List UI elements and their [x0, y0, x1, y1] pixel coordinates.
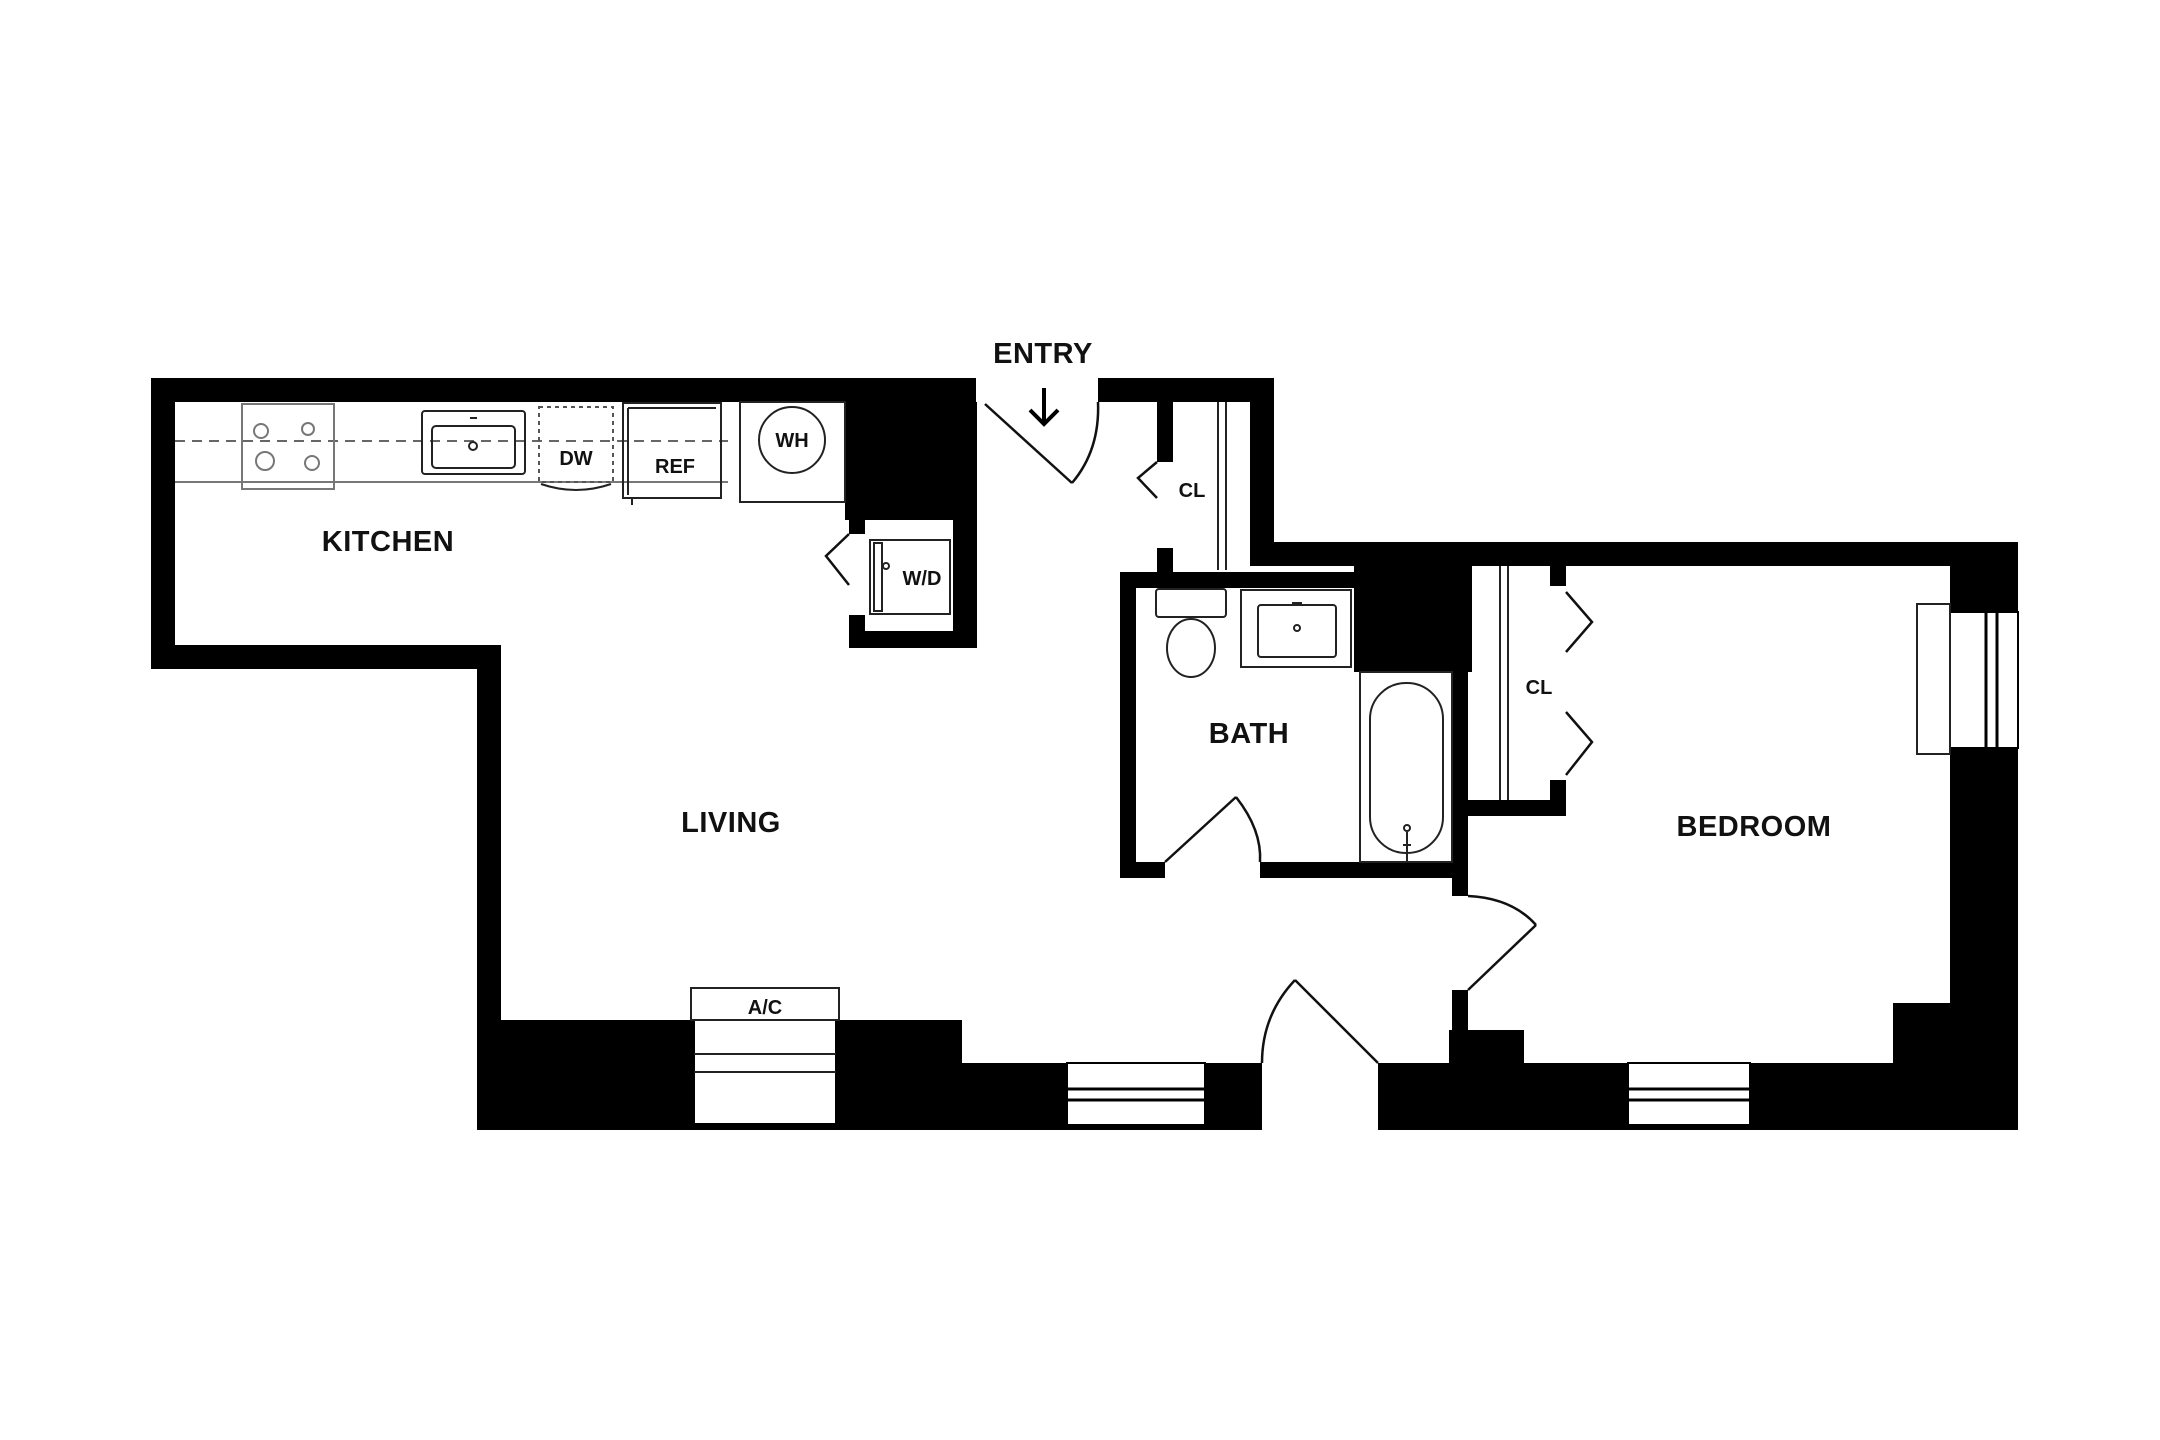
window-living-ac	[693, 1019, 837, 1125]
bath-door	[1164, 796, 1262, 863]
washer-dryer-label: W/D	[903, 568, 942, 590]
wall-bath-bottom	[1260, 862, 1460, 878]
wall-top-entry-right	[1098, 378, 1274, 402]
window-bedroom-bottom	[1627, 1062, 1751, 1126]
kitchen-counter	[175, 440, 728, 483]
wall-bedroom-left-bottom	[1452, 990, 1468, 1070]
wall-bath-top	[1120, 572, 1376, 588]
wall-closet-left-stub	[1157, 402, 1173, 462]
water-heater-label: WH	[775, 430, 808, 452]
bedroom-label: BEDROOM	[1677, 811, 1832, 843]
living-label: LIVING	[681, 807, 781, 839]
dishwasher: DW	[538, 406, 614, 491]
bath-sink-icon	[1240, 589, 1352, 668]
wall-wd-right	[953, 402, 977, 648]
entry-door	[984, 401, 1100, 484]
wall-top-left	[151, 378, 976, 402]
front-bottom-door	[1260, 979, 1379, 1064]
entry-label: ENTRY	[993, 338, 1093, 370]
wall-closet-right	[1250, 378, 1274, 566]
wall-bath-left	[1120, 572, 1136, 878]
hall-closet: CL	[1136, 402, 1227, 570]
bedroom-closet: CL	[1499, 566, 1594, 800]
wall-left-kitchen	[151, 378, 175, 669]
wall-closet-left-stub2	[1157, 548, 1173, 578]
hall-closet-label: CL	[1179, 480, 1206, 502]
bedroom-closet-label: CL	[1526, 677, 1553, 699]
wall-bedroom-closet-stub-bot	[1550, 780, 1566, 816]
window-living-bottom	[1066, 1062, 1206, 1126]
wall-kitchen-bottom	[151, 645, 500, 669]
toilet-icon	[1155, 588, 1227, 678]
water-heater: WH	[739, 401, 846, 503]
dishwasher-label: DW	[559, 448, 592, 470]
air-conditioner: A/C	[690, 987, 840, 1021]
bedroom-door	[1467, 894, 1537, 991]
washer-dryer: W/D	[824, 533, 951, 615]
wall-wd-top	[849, 504, 977, 520]
wall-top-right	[1250, 542, 2018, 566]
refrigerator-label: REF	[655, 456, 695, 478]
sink-icon	[421, 410, 526, 475]
ac-label: A/C	[748, 997, 782, 1019]
wall-wd-left-bottom	[849, 615, 865, 648]
kitchen-label: KITCHEN	[322, 526, 454, 558]
wall-bedroom-left-mid	[1452, 800, 1566, 816]
wall-bath-bottom-left	[1120, 862, 1165, 878]
wall-bedroom-left-low	[1452, 816, 1468, 896]
bath-label: BATH	[1209, 718, 1289, 750]
bathtub-icon	[1359, 671, 1453, 863]
walls	[151, 378, 2018, 1130]
wall-bedroom-left-top	[1452, 542, 1468, 810]
wall-wd-left-top	[849, 504, 865, 534]
arrow-down-icon	[1028, 388, 1060, 427]
wall-bedroom-closet-stub-top	[1550, 566, 1566, 586]
windows	[693, 603, 2019, 1126]
window-bedroom-right	[1916, 603, 2019, 755]
refrigerator: REF	[622, 402, 722, 505]
stove-icon	[241, 403, 335, 490]
wall-wd-bottom	[849, 631, 977, 648]
